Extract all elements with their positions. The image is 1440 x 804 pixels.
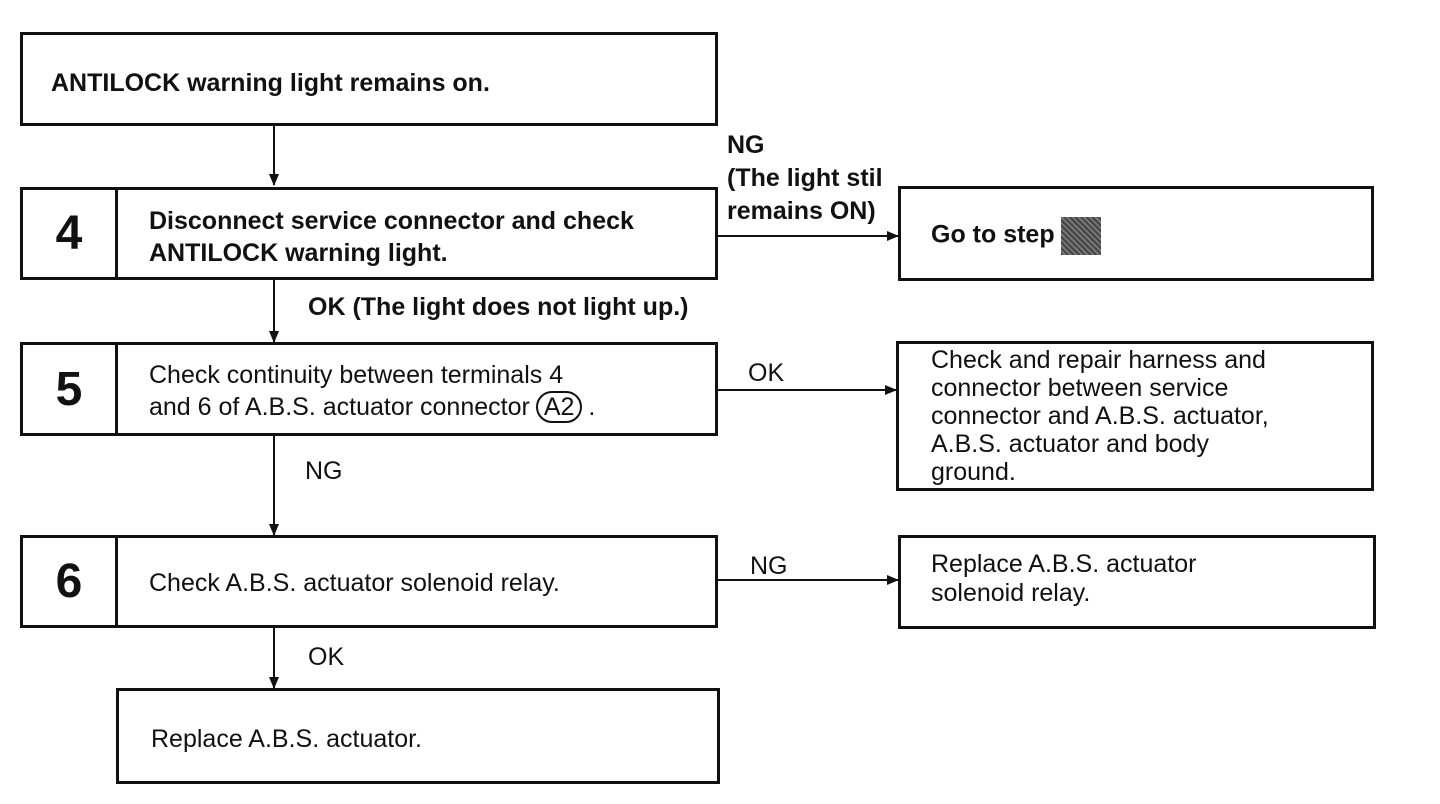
step4-ng-label: NG [727,131,765,159]
step6-box: 6 Check A.B.S. actuator solenoid relay. [20,535,718,628]
connector-a2-badge: A2 [535,391,583,423]
end-box: Replace A.B.S. actuator. [116,688,720,784]
redacted-step-icon [1060,217,1101,255]
step6-number: 6 [23,538,118,625]
step5-ok-result-line1: Check and repair harness and [931,346,1266,374]
step4-ng-note-line1: (The light stil [727,164,883,192]
step5-ng-label: NG [305,457,343,485]
step6-ng-label: NG [750,552,788,580]
step6-ng-result-line1: Replace A.B.S. actuator [931,550,1197,578]
step4-ok-label: OK (The light does not light up.) [308,293,689,321]
step4-box: 4 Disconnect service connector and check… [20,187,718,280]
step5-line1: Check continuity between terminals 4 [149,361,564,389]
step4-ng-result-box: Go to step [898,186,1374,281]
step5-ok-result-line3: connector and A.B.S. actuator, [931,402,1269,430]
step5-line2-suffix: . [588,393,596,421]
step5-line2-prefix: and 6 of A.B.S. actuator connector [149,393,530,421]
step5-ok-label: OK [748,359,785,387]
step5-number: 5 [23,345,118,433]
step4-line1: Disconnect service connector and check [149,207,634,235]
go-to-step-label: Go to step [931,220,1055,249]
step5-ok-result-line2: connector between service [931,374,1229,402]
step6-text: Check A.B.S. actuator solenoid relay. [149,569,560,597]
step4-line2: ANTILOCK warning light. [149,239,448,267]
step5-ok-result-box: Check and repair harness and connector b… [896,341,1374,491]
go-to-step-text: Go to step [931,217,1101,255]
step6-ng-result-line2: solenoid relay. [931,579,1091,607]
start-box: ANTILOCK warning light remains on. [20,32,718,126]
end-text: Replace A.B.S. actuator. [151,725,422,753]
step5-ok-result-line5: ground. [931,458,1016,486]
start-text: ANTILOCK warning light remains on. [51,69,490,97]
step4-ng-note-line2: remains ON) [727,197,876,225]
step6-ok-label: OK [308,643,345,671]
step4-number: 4 [23,190,118,277]
step6-ng-result-box: Replace A.B.S. actuator solenoid relay. [898,535,1376,629]
step5-ok-result-line4: A.B.S. actuator and body [931,430,1209,458]
step5-box: 5 Check continuity between terminals 4 a… [20,342,718,436]
